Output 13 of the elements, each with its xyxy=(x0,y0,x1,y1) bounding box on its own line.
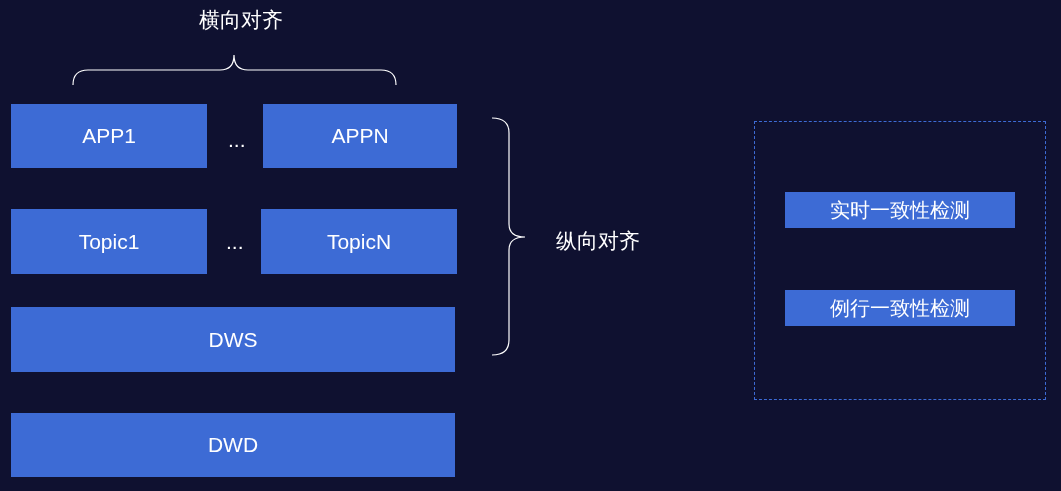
layer-box: 实时一致性检测 xyxy=(785,192,1015,228)
layer-box: APP1 xyxy=(11,104,207,168)
layer-box: Topic1 xyxy=(11,209,207,274)
layer-box: 例行一致性检测 xyxy=(785,290,1015,326)
layer-box: DWD xyxy=(11,413,455,477)
ellipsis-text: ... xyxy=(228,128,246,152)
dashed-group-frame xyxy=(754,121,1046,400)
ellipsis-text: ... xyxy=(226,230,244,254)
layer-box: TopicN xyxy=(261,209,457,274)
layer-box: APPN xyxy=(263,104,457,168)
heading-text: 横向对齐 xyxy=(199,7,283,33)
side-label: 纵向对齐 xyxy=(556,228,640,254)
layer-box: DWS xyxy=(11,307,455,372)
